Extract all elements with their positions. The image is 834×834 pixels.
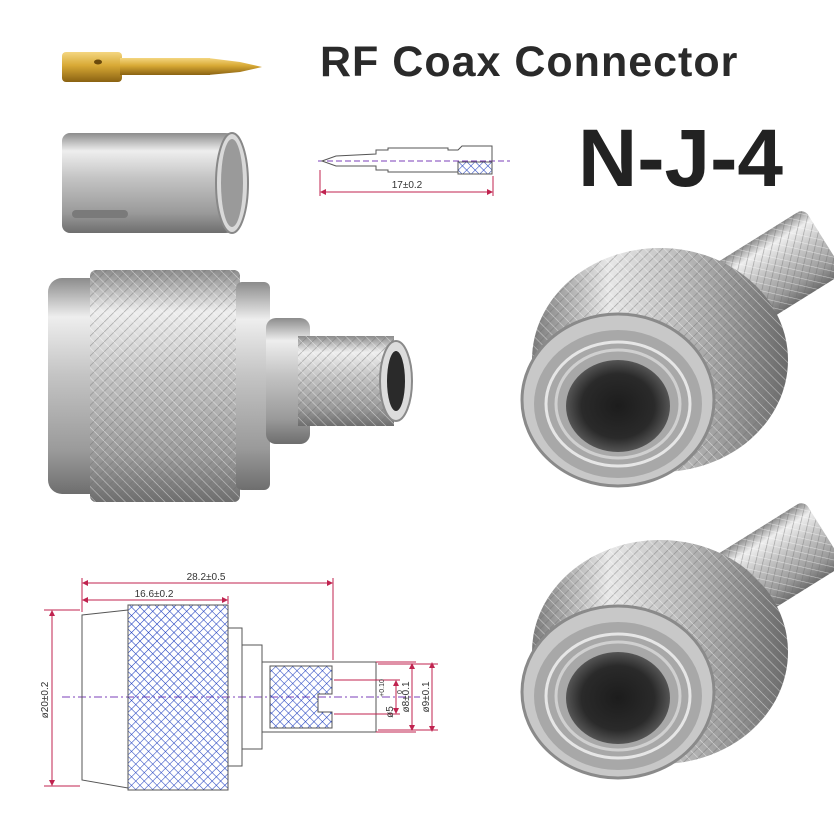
- body-diameter-label: ø20±0.2: [40, 681, 51, 718]
- connector-dimension-drawing: [44, 578, 438, 791]
- bore-diameter-label: ø5: [385, 706, 396, 718]
- model-number: N-J-4: [578, 113, 784, 204]
- bore-tolerance-lower-label: 0: [397, 690, 404, 694]
- crimp-outer-diameter-label: ø9±0.1: [421, 681, 432, 712]
- pin-length-label: 17±0.2: [392, 180, 423, 191]
- body-length-label: 16.6±0.2: [135, 589, 174, 600]
- overall-length-label: 28.2±0.5: [187, 572, 226, 583]
- crimp-inner-diameter-label: ø8±0.1: [401, 681, 412, 712]
- bore-tolerance-upper-label: +0.10: [379, 679, 386, 697]
- connector-front-view-bottom: [520, 503, 834, 780]
- assembled-connector-side-view: [48, 270, 413, 502]
- pin-dimension-drawing: [318, 145, 510, 196]
- product-title: RF Coax Connector: [320, 38, 739, 86]
- connector-front-view-top: [520, 211, 834, 488]
- gold-center-pin: [62, 52, 262, 82]
- crimp-ferrule: [62, 132, 249, 234]
